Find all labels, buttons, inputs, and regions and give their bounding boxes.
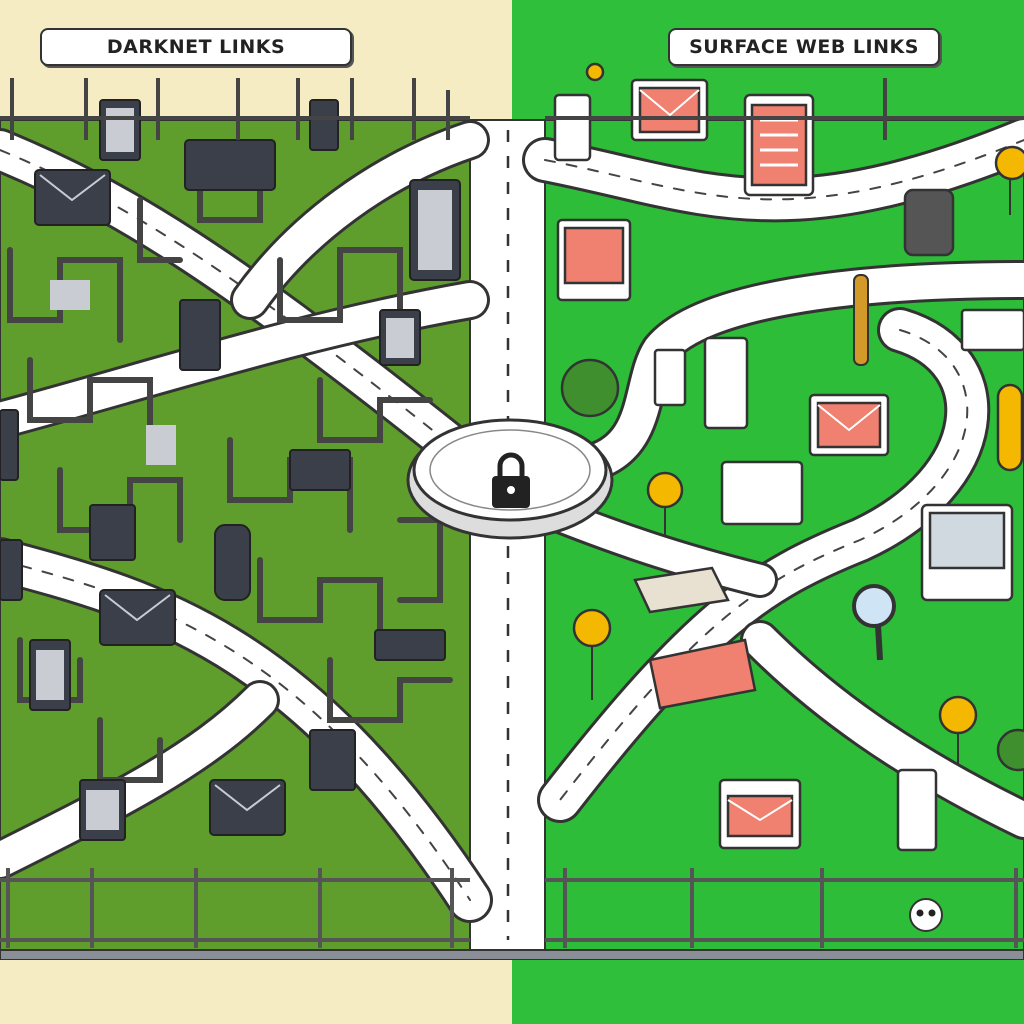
magnifier-icon (852, 584, 896, 661)
skull-icon (909, 898, 943, 932)
surface-footer-strip (512, 960, 1024, 1024)
darknet-footer-strip (0, 960, 512, 1024)
bush (560, 358, 620, 418)
darknet-top-fence (0, 78, 470, 140)
bush (996, 728, 1024, 772)
padlock-icon (492, 452, 530, 508)
darknet-links-title: DARKNET LINKS (40, 28, 352, 66)
surface-top-fence (545, 78, 1024, 140)
surface-web-links-title: SURFACE WEB LINKS (668, 28, 940, 66)
darknet-screens (36, 108, 452, 830)
darknet-envelope-icons (39, 174, 281, 812)
darknet-tangle (7, 157, 453, 783)
sun-lamps (572, 62, 1024, 765)
